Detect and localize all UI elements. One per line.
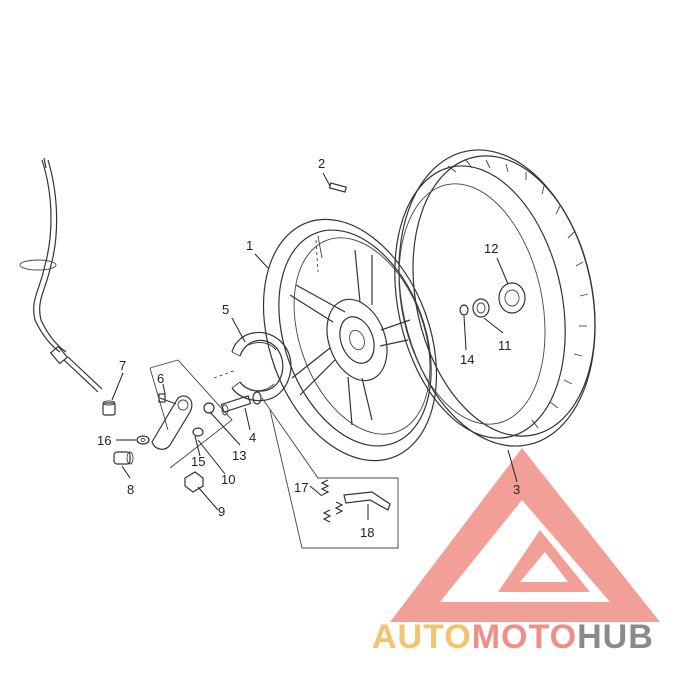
callout-2: 2 — [318, 156, 325, 171]
callout-14: 14 — [460, 352, 474, 367]
watermark-hub: HUB — [577, 618, 654, 656]
callout-8: 8 — [127, 482, 134, 497]
brake-cam-shaft — [220, 391, 262, 416]
callout-17: 17 — [294, 480, 308, 495]
callout-5: 5 — [222, 302, 229, 317]
svg-text:AUTOMOTOHUB: AUTOMOTOHUB — [372, 618, 654, 656]
brake-cable — [19, 157, 103, 393]
hub-parts — [459, 282, 526, 318]
watermark-text: AUTOMOTOHUB — [372, 618, 654, 656]
watermark-auto: AUTO — [372, 618, 472, 656]
callout-3: 3 — [513, 482, 520, 497]
brake-shoes — [213, 331, 292, 402]
spring-box — [261, 397, 399, 549]
callout-11: 11 — [498, 338, 512, 353]
rim-bolt — [315, 182, 347, 273]
callout-18: 18 — [360, 525, 374, 540]
callout-13: 13 — [232, 448, 246, 463]
brake-lever-group — [113, 359, 233, 493]
wheel-rim — [262, 218, 438, 462]
callout-10: 10 — [221, 472, 235, 487]
callout-numbers: 1 2 3 4 5 6 7 8 9 10 11 12 13 14 15 16 1… — [97, 156, 520, 540]
cable-adjuster-nut — [102, 400, 116, 416]
callout-6: 6 — [157, 371, 164, 386]
tire — [394, 149, 596, 447]
callout-4: 4 — [249, 430, 256, 445]
callout-7: 7 — [119, 358, 126, 373]
callout-16: 16 — [97, 433, 111, 448]
callout-12: 12 — [484, 241, 498, 256]
callout-15: 15 — [191, 454, 205, 469]
callout-1: 1 — [246, 238, 253, 253]
leader-lines — [111, 172, 518, 520]
watermark-logo — [390, 448, 660, 622]
watermark-moto: MOTO — [472, 618, 577, 656]
callout-9: 9 — [218, 504, 225, 519]
